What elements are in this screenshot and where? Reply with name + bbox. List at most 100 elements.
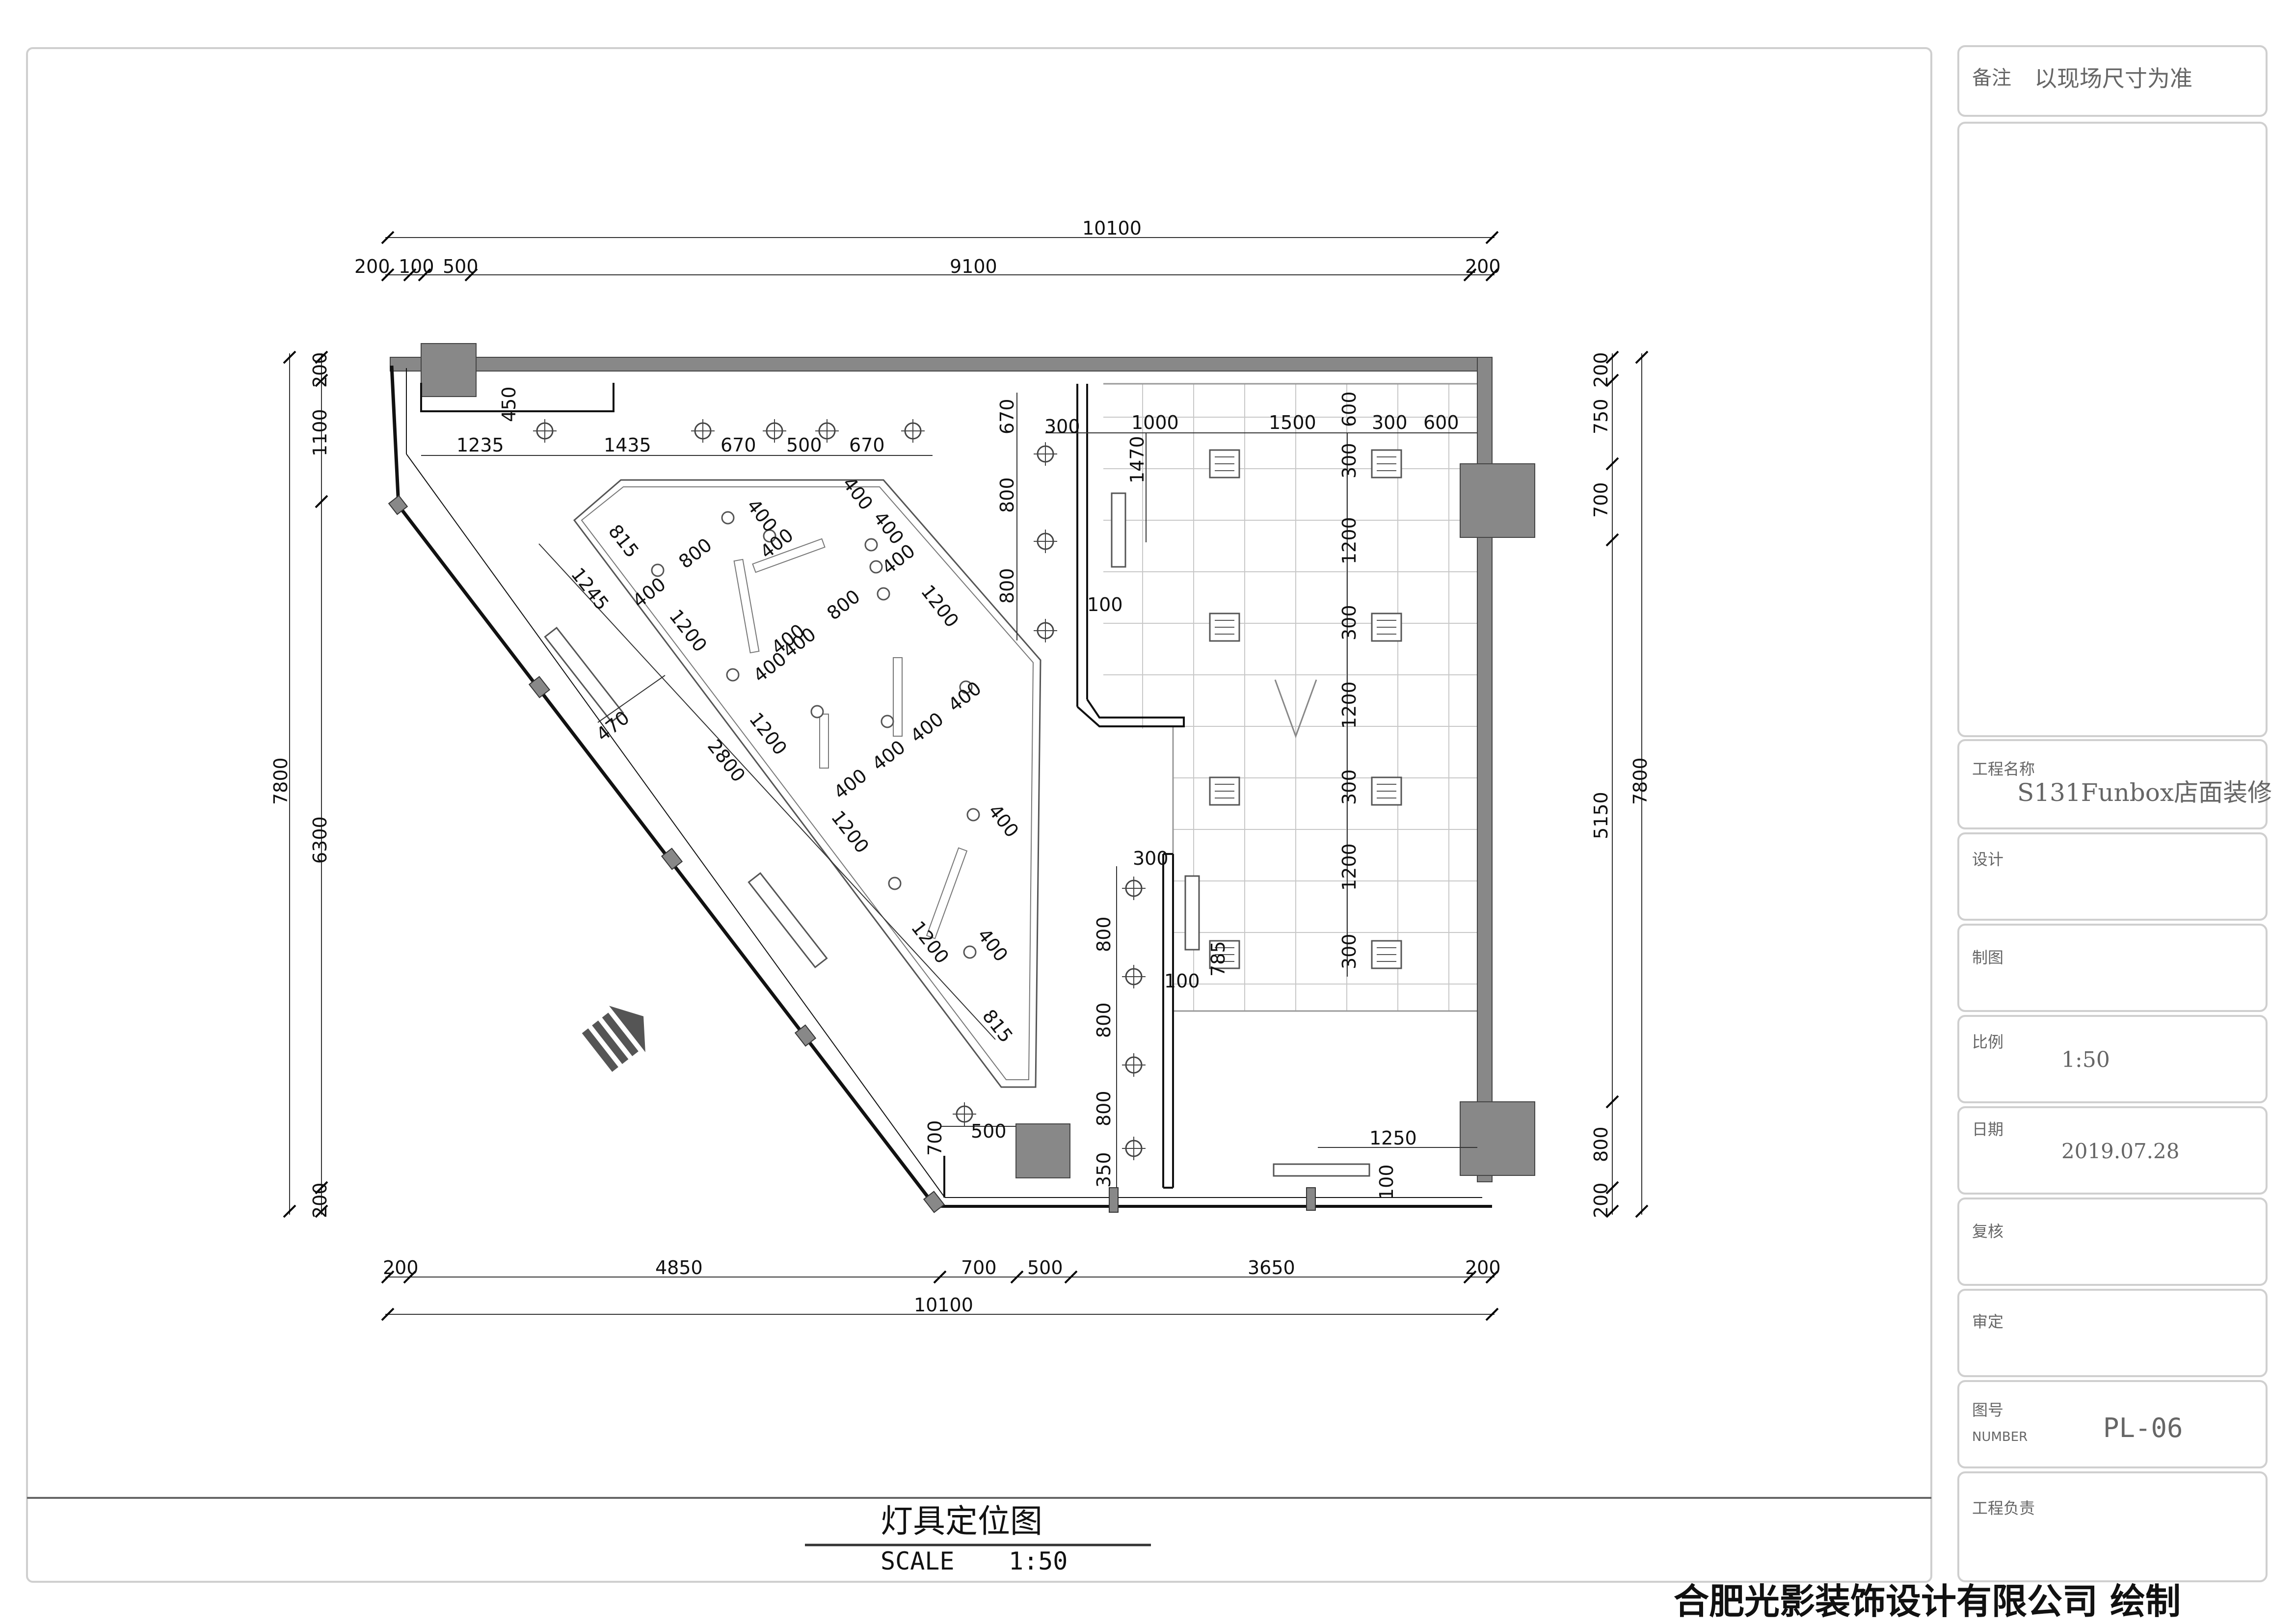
dim-bot-4850: 4850 bbox=[655, 1257, 703, 1278]
dim-i-1200d: 1200 bbox=[665, 605, 711, 656]
dim-i-815a: 815 bbox=[604, 520, 643, 561]
dim-i-300g: 300 bbox=[1133, 848, 1169, 869]
date-label: 日期 bbox=[1972, 1120, 2003, 1139]
dim-i-800a: 800 bbox=[996, 477, 1018, 513]
dim-i-300t: 300 bbox=[1044, 416, 1080, 437]
dim-i-1235: 1235 bbox=[456, 434, 504, 456]
dim-i-400e: 400 bbox=[628, 573, 669, 612]
dim-left-6300: 6300 bbox=[309, 816, 331, 864]
dim-i-800g: 800 bbox=[1093, 1091, 1115, 1126]
dim-right-5150: 5150 bbox=[1590, 792, 1612, 839]
review-label: 复核 bbox=[1972, 1222, 2003, 1241]
dim-left-total: 7800 bbox=[270, 757, 292, 805]
dim-i-600a: 600 bbox=[1338, 391, 1360, 427]
draft-label: 制图 bbox=[1972, 948, 2003, 967]
dim-left-1100: 1100 bbox=[309, 409, 331, 456]
dim-i-800d: 800 bbox=[823, 586, 864, 624]
dim-top-total: 10100 bbox=[1082, 217, 1142, 239]
structural-columns bbox=[421, 343, 1535, 1178]
dim-i-100c: 100 bbox=[1376, 1164, 1397, 1200]
remark-label: 备注 bbox=[1972, 67, 2011, 89]
dim-right-200b: 200 bbox=[1590, 1182, 1612, 1218]
sheet-border bbox=[26, 47, 1932, 1583]
dim-i-300b: 300 bbox=[1372, 412, 1408, 433]
dimension-lines bbox=[289, 237, 1642, 1315]
scale-caption: SCALE bbox=[881, 1547, 955, 1575]
dim-right-800: 800 bbox=[1590, 1126, 1612, 1162]
floor-tile-grid bbox=[1103, 384, 1477, 1011]
dim-right-total: 7800 bbox=[1629, 757, 1651, 805]
dim-i-400o: 400 bbox=[973, 924, 1012, 965]
date-value: 2019.07.28 bbox=[2061, 1139, 2179, 1163]
dim-top-9100: 9100 bbox=[950, 256, 997, 277]
dim-i-1435: 1435 bbox=[604, 434, 651, 456]
dim-i-800e: 800 bbox=[1093, 916, 1115, 952]
entrance-arrow-icon bbox=[582, 1006, 645, 1072]
dim-top-200b: 200 bbox=[1465, 256, 1501, 277]
dimension-ticks bbox=[283, 231, 1649, 1321]
display-island bbox=[573, 479, 1041, 1088]
dim-i-1200f: 1200 bbox=[745, 708, 791, 759]
dim-i-670b: 670 bbox=[849, 434, 885, 456]
number-label: 图号 bbox=[1972, 1401, 2003, 1419]
dim-i-1200a: 1200 bbox=[1338, 517, 1360, 564]
dim-left-200b: 200 bbox=[309, 1182, 331, 1218]
dim-i-1500: 1500 bbox=[1269, 412, 1316, 433]
number-value: PL-06 bbox=[2103, 1412, 2183, 1443]
number-sublabel: NUMBER bbox=[1972, 1430, 2028, 1444]
manager-label: 工程负责 bbox=[1972, 1499, 2035, 1518]
dim-i-1200g: 1200 bbox=[827, 806, 873, 857]
dim-i-785: 785 bbox=[1207, 941, 1229, 977]
dim-i-300c: 300 bbox=[1338, 443, 1360, 479]
dim-bot-700: 700 bbox=[961, 1257, 997, 1278]
dim-i-1245: 1245 bbox=[567, 563, 613, 614]
dim-right-750: 750 bbox=[1590, 399, 1612, 434]
approve-label: 审定 bbox=[1972, 1312, 2003, 1331]
dim-i-1200e: 1200 bbox=[917, 581, 963, 631]
dim-i-815b: 815 bbox=[978, 1005, 1017, 1046]
dim-i-400k: 400 bbox=[906, 708, 947, 747]
scale-caption-value: 1:50 bbox=[1009, 1547, 1068, 1575]
project-label: 工程名称 bbox=[1972, 760, 2035, 778]
dim-i-1200b: 1200 bbox=[1338, 681, 1360, 729]
dim-i-800f: 800 bbox=[1093, 1002, 1115, 1038]
dim-i-800b: 800 bbox=[996, 568, 1018, 604]
dim-left-200a: 200 bbox=[309, 352, 331, 388]
dim-i-450: 450 bbox=[498, 386, 520, 422]
dim-bot-200b: 200 bbox=[1465, 1257, 1501, 1278]
dim-top-200a: 200 bbox=[354, 256, 390, 277]
dim-i-100b: 100 bbox=[1164, 970, 1200, 992]
dim-i-800c: 800 bbox=[674, 534, 716, 573]
dim-i-400f: 400 bbox=[878, 540, 919, 579]
dim-bot-200a: 200 bbox=[383, 1257, 419, 1278]
dim-i-300f: 300 bbox=[1338, 933, 1360, 969]
dim-i-500b: 500 bbox=[971, 1120, 1007, 1142]
dim-i-700v: 700 bbox=[924, 1120, 946, 1156]
dim-bot-3650: 3650 bbox=[1248, 1257, 1295, 1278]
dim-i-500: 500 bbox=[786, 434, 822, 456]
scale-label: 比例 bbox=[1972, 1033, 2003, 1051]
design-label: 设计 bbox=[1972, 850, 2003, 869]
dim-i-400m: 400 bbox=[829, 765, 871, 803]
dim-i-670a: 670 bbox=[721, 434, 756, 456]
remark-value: 以现场尺寸为准 bbox=[2034, 65, 2192, 92]
dim-i-300d: 300 bbox=[1338, 605, 1360, 640]
dim-i-400j: 400 bbox=[944, 677, 985, 716]
drawing-title: 灯具定位图 bbox=[881, 1502, 1042, 1540]
dim-right-700: 700 bbox=[1590, 482, 1612, 518]
dim-i-1000: 1000 bbox=[1131, 412, 1179, 433]
dim-i-400l: 400 bbox=[868, 736, 909, 775]
scale-value: 1:50 bbox=[2061, 1047, 2110, 1072]
dim-i-1200h: 1200 bbox=[907, 917, 953, 967]
dim-i-400n: 400 bbox=[984, 800, 1023, 841]
dim-right-200a: 200 bbox=[1590, 352, 1612, 388]
dim-i-470: 470 bbox=[592, 707, 633, 745]
dim-i-300e: 300 bbox=[1338, 769, 1360, 805]
dim-i-1470: 1470 bbox=[1126, 436, 1148, 483]
floor-plan bbox=[388, 343, 1535, 1213]
dim-top-500: 500 bbox=[443, 256, 479, 277]
dim-i-670v: 670 bbox=[996, 399, 1018, 434]
dim-i-400b: 400 bbox=[838, 473, 877, 514]
title-block bbox=[1957, 45, 2268, 1582]
dim-i-1250: 1250 bbox=[1369, 1127, 1417, 1149]
